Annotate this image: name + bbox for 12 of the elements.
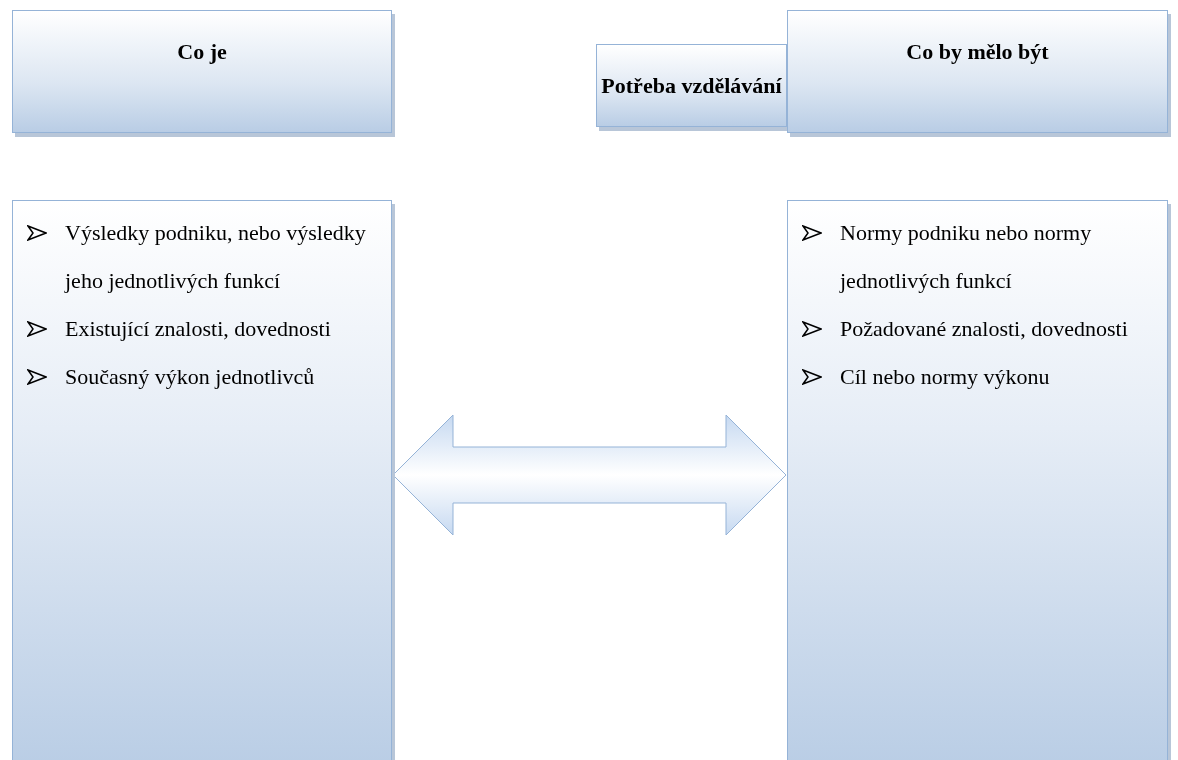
- heading: Co je: [177, 39, 227, 65]
- list-item: Výsledky podniku, nebo výsledky jeho jednotlivých funkcí: [65, 220, 366, 293]
- heading: Co by mělo být: [906, 39, 1049, 65]
- list-item: Existující znalosti, dovednosti: [65, 316, 331, 341]
- list-box: [787, 200, 1168, 760]
- list-item: Požadované znalosti, dovednosti: [840, 316, 1128, 341]
- list-item: Současný výkon jednotlivců: [65, 364, 315, 389]
- list-item: Cíl nebo normy výkonu: [840, 364, 1050, 389]
- list-box: [12, 200, 392, 760]
- list-item: Normy podniku nebo normy jednotlivých funkcí: [840, 220, 1092, 293]
- heading: Potřeba vzdělávání: [601, 72, 782, 99]
- double-arrow: [392, 414, 787, 536]
